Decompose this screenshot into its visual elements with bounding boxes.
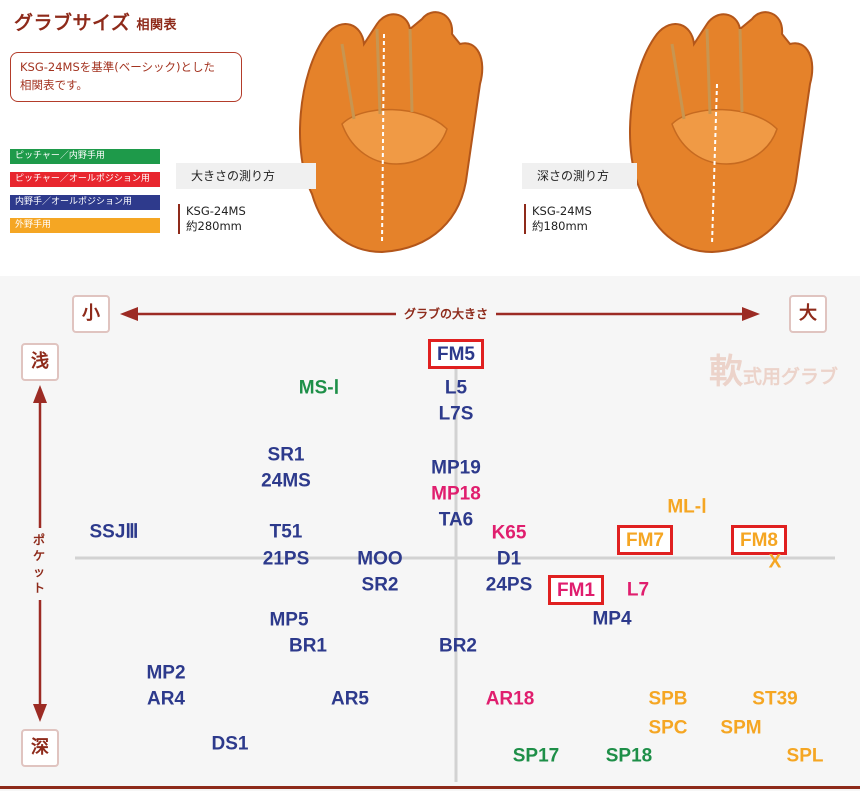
size-small-label: 小 [72, 295, 110, 333]
model-ar18: AR18 [485, 688, 535, 710]
model-ds1: DS1 [211, 733, 249, 755]
model-spb: SPB [648, 688, 688, 710]
legend-infield-all: 内野手／オールポジション用 [10, 195, 160, 210]
model-fm8: FM8 [731, 525, 787, 555]
model-br2: BR2 [438, 635, 478, 657]
model-x: X [768, 551, 782, 573]
legend-outfield: 外野手用 [10, 218, 160, 233]
title-sub: 相関表 [136, 18, 177, 33]
depth-measure-value: KSG-24MS 約180mm [524, 204, 592, 234]
model-mp2: MP2 [146, 662, 186, 684]
size-value: 約280mm [186, 219, 242, 233]
glove-depth-illustration [629, 11, 814, 254]
pocket-arrow-down [33, 704, 47, 722]
model-ssj-: SSJⅢ [89, 521, 139, 543]
pocket-axis-caption: ポケット [31, 528, 47, 600]
model-ms-: MS-Ⅰ [298, 377, 340, 399]
size-axis-caption: グラブの大きさ [396, 305, 497, 322]
model-ar4: AR4 [146, 688, 186, 710]
title-main: グラブサイズ [14, 12, 131, 34]
model-spl: SPL [786, 745, 824, 767]
depth-measure-label: 深さの測り方 [522, 163, 637, 189]
model-mp4: MP4 [592, 608, 632, 630]
model-mp18: MP18 [431, 483, 481, 505]
size-model: KSG-24MS [186, 204, 246, 218]
model-st39: ST39 [752, 688, 798, 710]
model-fm5: FM5 [428, 339, 484, 369]
note-line-2: 相関表です。 [20, 78, 88, 92]
legend-pitcher-infield: ピッチャー／内野手用 [10, 149, 160, 164]
model-sp17: SP17 [512, 745, 560, 767]
model-mp5: MP5 [269, 609, 309, 631]
soft-title-rest: 式用グラブ [742, 366, 838, 388]
model-24ms: 24MS [261, 470, 311, 492]
model-ml-: ML-Ⅰ [667, 496, 707, 518]
pocket-deep-label: 深 [21, 729, 59, 767]
size-measure-value: KSG-24MS 約280mm [178, 204, 246, 234]
model-t51: T51 [269, 521, 303, 543]
model-l5: L5 [444, 377, 468, 399]
model-mp19: MP19 [431, 457, 481, 479]
model-ta6: TA6 [438, 509, 474, 531]
model-l7s: L7S [438, 403, 474, 425]
model-spm: SPM [720, 717, 762, 739]
size-measure-label: 大きさの測り方 [176, 163, 316, 189]
model-moo: MOO [357, 548, 403, 570]
pocket-shallow-label: 浅 [21, 343, 59, 381]
model-sr2: SR2 [361, 574, 399, 596]
depth-value: 約180mm [532, 219, 588, 233]
model-sr1: SR1 [267, 444, 305, 466]
size-arrow-left [120, 307, 138, 321]
model-fm1: FM1 [548, 575, 604, 605]
model-d1: D1 [496, 548, 522, 570]
model-ar5: AR5 [330, 688, 370, 710]
pocket-arrow-up [33, 385, 47, 403]
note-line-1: KSG-24MSを基準(ベーシック)とした [20, 60, 215, 74]
model-sp18: SP18 [605, 745, 653, 767]
soft-title-big: 軟 [708, 352, 743, 392]
legend-pitcher-all: ピッチャー／オールポジション用 [10, 172, 160, 187]
size-arrow-right [742, 307, 760, 321]
model-br1: BR1 [288, 635, 328, 657]
model-fm7: FM7 [617, 525, 673, 555]
model-24ps: 24PS [485, 574, 533, 596]
bottom-rule [0, 786, 860, 789]
model-spc: SPC [648, 717, 688, 739]
depth-model: KSG-24MS [532, 204, 592, 218]
soft-glove-title: 軟式用グラブ [709, 344, 838, 393]
size-large-label: 大 [789, 295, 827, 333]
glove-size-illustration [299, 11, 484, 254]
basis-note: KSG-24MSを基準(ベーシック)とした 相関表です。 [10, 52, 242, 102]
model-k65: K65 [491, 522, 527, 544]
page-title: グラブサイズ相関表 [14, 8, 177, 35]
model-21ps: 21PS [262, 548, 310, 570]
model-l7: L7 [626, 579, 650, 601]
